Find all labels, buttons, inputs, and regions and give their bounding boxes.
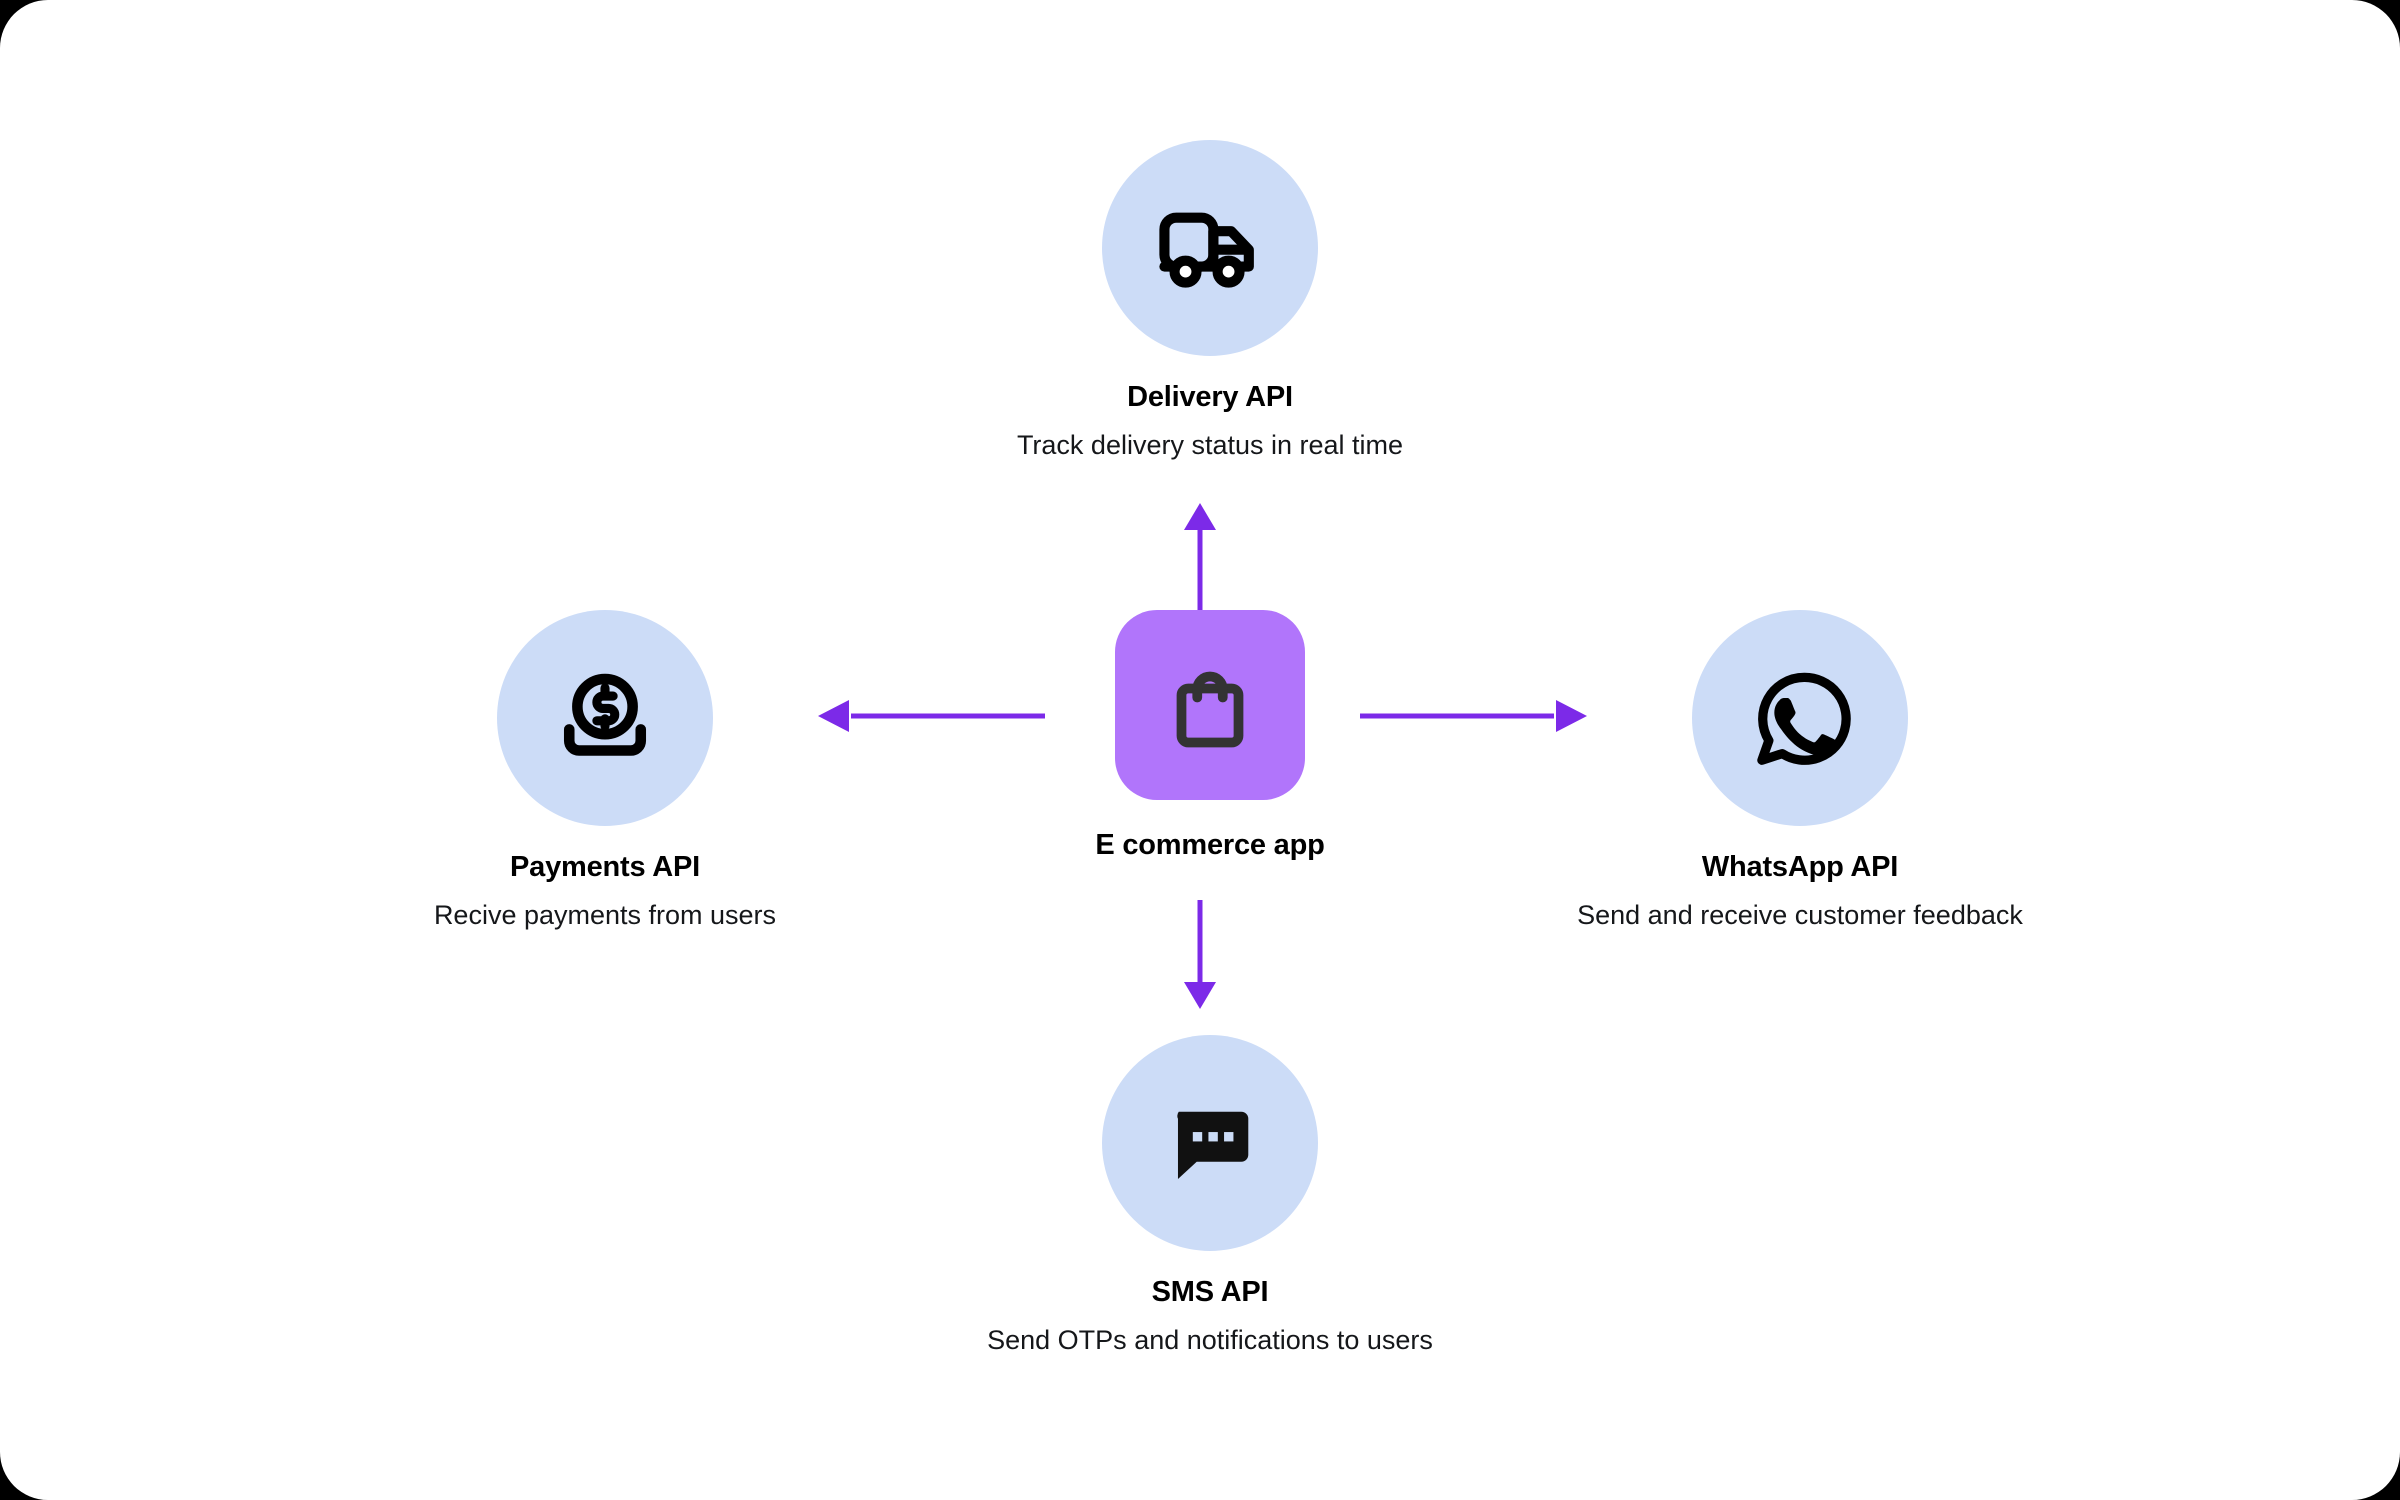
delivery-api-badge	[1102, 140, 1318, 356]
whatsapp-api-title: WhatsApp API	[1701, 851, 1899, 883]
sms-chat-bubble-icon	[1160, 1093, 1260, 1193]
delivery-api-description: Track delivery status in real time	[1016, 429, 1404, 460]
delivery-truck-icon	[1156, 194, 1264, 302]
sms-api-description: Send OTPs and notifications to users	[987, 1324, 1433, 1355]
delivery-api-title: Delivery API	[1127, 381, 1293, 413]
sms-api-badge	[1102, 1035, 1318, 1251]
ecommerce-app-title: E commerce app	[1095, 829, 1325, 861]
node-payments-api[interactable]: Payments API Recive payments from users	[325, 610, 885, 931]
whatsapp-api-description: Send and receive customer feedback	[1577, 899, 2023, 930]
whatsapp-icon	[1747, 665, 1853, 771]
money-coin-tray-icon	[553, 666, 657, 770]
payments-api-badge	[497, 610, 713, 826]
ecommerce-app-badge	[1115, 610, 1305, 800]
connector-hub-to-payments	[818, 700, 1045, 732]
connector-hub-to-delivery	[1184, 503, 1216, 612]
connector-hub-to-sms	[1184, 900, 1216, 1009]
payments-api-description: Recive payments from users	[433, 899, 777, 930]
payments-api-title: Payments API	[510, 851, 700, 883]
connector-hub-to-whatsapp	[1360, 700, 1587, 732]
sms-api-title: SMS API	[1151, 1276, 1269, 1308]
whatsapp-api-badge	[1692, 610, 1908, 826]
shopping-bag-icon	[1162, 657, 1258, 753]
node-ecommerce-app[interactable]: E commerce app	[930, 610, 1490, 862]
node-delivery-api[interactable]: Delivery API Track delivery status in re…	[930, 140, 1490, 461]
node-sms-api[interactable]: SMS API Send OTPs and notifications to u…	[930, 1035, 1490, 1356]
node-whatsapp-api[interactable]: WhatsApp API Send and receive customer f…	[1520, 610, 2080, 931]
